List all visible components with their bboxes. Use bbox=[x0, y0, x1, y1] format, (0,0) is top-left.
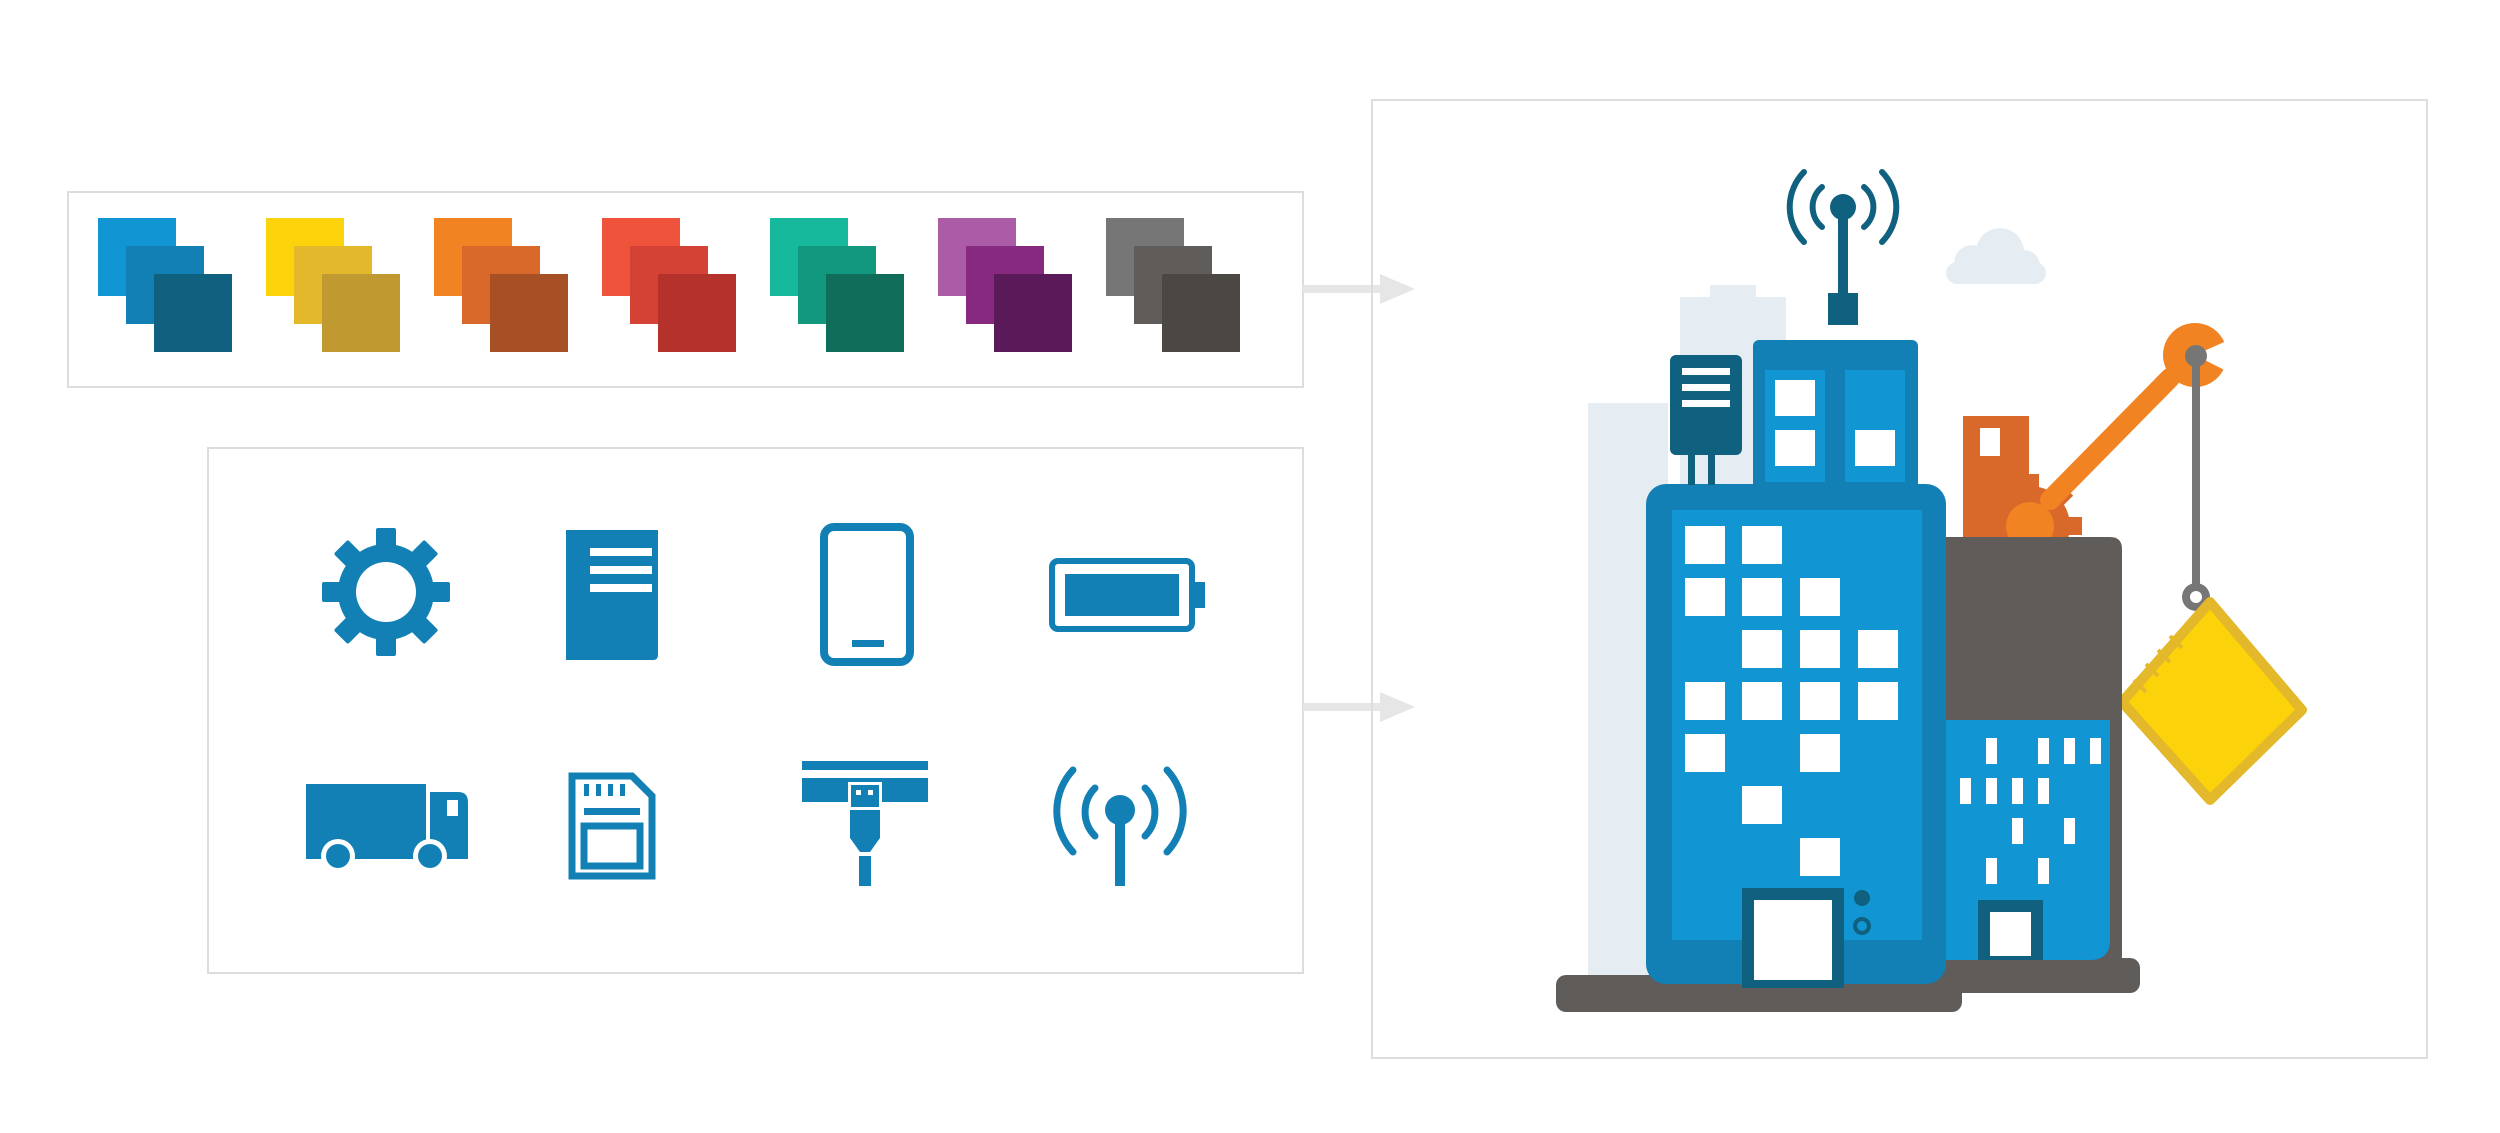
swatch-teal-3 bbox=[826, 274, 904, 352]
window bbox=[1742, 578, 1782, 616]
rooftop-antenna-icon bbox=[1786, 169, 1900, 349]
color-palette-panel bbox=[67, 191, 1304, 388]
main-building bbox=[1646, 340, 1946, 988]
icons-arrow bbox=[1303, 692, 1415, 722]
window bbox=[1800, 578, 1840, 616]
wrench-icon bbox=[2040, 323, 2240, 510]
crane-hook bbox=[2182, 360, 2210, 611]
window bbox=[1800, 630, 1840, 668]
swatch-group-red bbox=[602, 218, 736, 352]
palette-arrow bbox=[1303, 274, 1415, 304]
window bbox=[1858, 630, 1898, 668]
window bbox=[1742, 630, 1782, 668]
swatch-purple-3 bbox=[994, 274, 1072, 352]
document-icon bbox=[566, 530, 658, 660]
window bbox=[1685, 526, 1725, 564]
window bbox=[2064, 818, 2075, 844]
window bbox=[1858, 682, 1898, 720]
swatch-groups bbox=[98, 218, 1240, 352]
swatch-yellow-3 bbox=[322, 274, 400, 352]
swatch-group-yellow bbox=[266, 218, 400, 352]
window bbox=[2038, 778, 2049, 804]
swatch-group-orange bbox=[434, 218, 568, 352]
swatch-red-3 bbox=[658, 274, 736, 352]
phone-icon bbox=[820, 523, 914, 666]
swatch-group-gray bbox=[1106, 218, 1240, 352]
illustration-frame bbox=[1371, 99, 2428, 1059]
window bbox=[2064, 738, 2075, 764]
window bbox=[1800, 734, 1840, 772]
swatch-group-purple bbox=[938, 218, 1072, 352]
window bbox=[1986, 778, 1997, 804]
window bbox=[1986, 858, 1997, 884]
window bbox=[2012, 818, 2023, 844]
server-box-icon bbox=[1670, 355, 1742, 485]
right-building bbox=[1946, 537, 2122, 975]
window bbox=[1685, 734, 1725, 772]
window bbox=[1960, 778, 1971, 804]
window bbox=[1742, 786, 1782, 824]
swatch-group-teal bbox=[770, 218, 904, 352]
warning-sign-icon bbox=[2117, 597, 2307, 805]
window bbox=[2090, 738, 2101, 764]
battery-icon bbox=[1049, 558, 1205, 632]
window bbox=[1742, 682, 1782, 720]
swatch-group-blue bbox=[98, 218, 232, 352]
window bbox=[2038, 858, 2049, 884]
icon-set-panel bbox=[207, 447, 1304, 974]
swatch-blue-3 bbox=[154, 274, 232, 352]
sd-card-icon bbox=[568, 772, 656, 880]
swatch-gray-3 bbox=[1162, 274, 1240, 352]
antenna-icon bbox=[1053, 766, 1187, 886]
icons-frame bbox=[207, 447, 1304, 974]
window bbox=[2012, 778, 2023, 804]
window bbox=[1986, 738, 1997, 764]
gear-icon bbox=[322, 528, 450, 656]
swatch-orange-3 bbox=[490, 274, 568, 352]
window bbox=[1685, 578, 1725, 616]
window bbox=[1685, 682, 1725, 720]
illustration-panel bbox=[1371, 99, 2428, 1059]
usb-plug-icon bbox=[802, 761, 928, 886]
truck-icon bbox=[306, 784, 468, 873]
window bbox=[1742, 526, 1782, 564]
window bbox=[2038, 738, 2049, 764]
window bbox=[1800, 682, 1840, 720]
window bbox=[1800, 838, 1840, 876]
connector-arrows bbox=[1303, 274, 1415, 722]
